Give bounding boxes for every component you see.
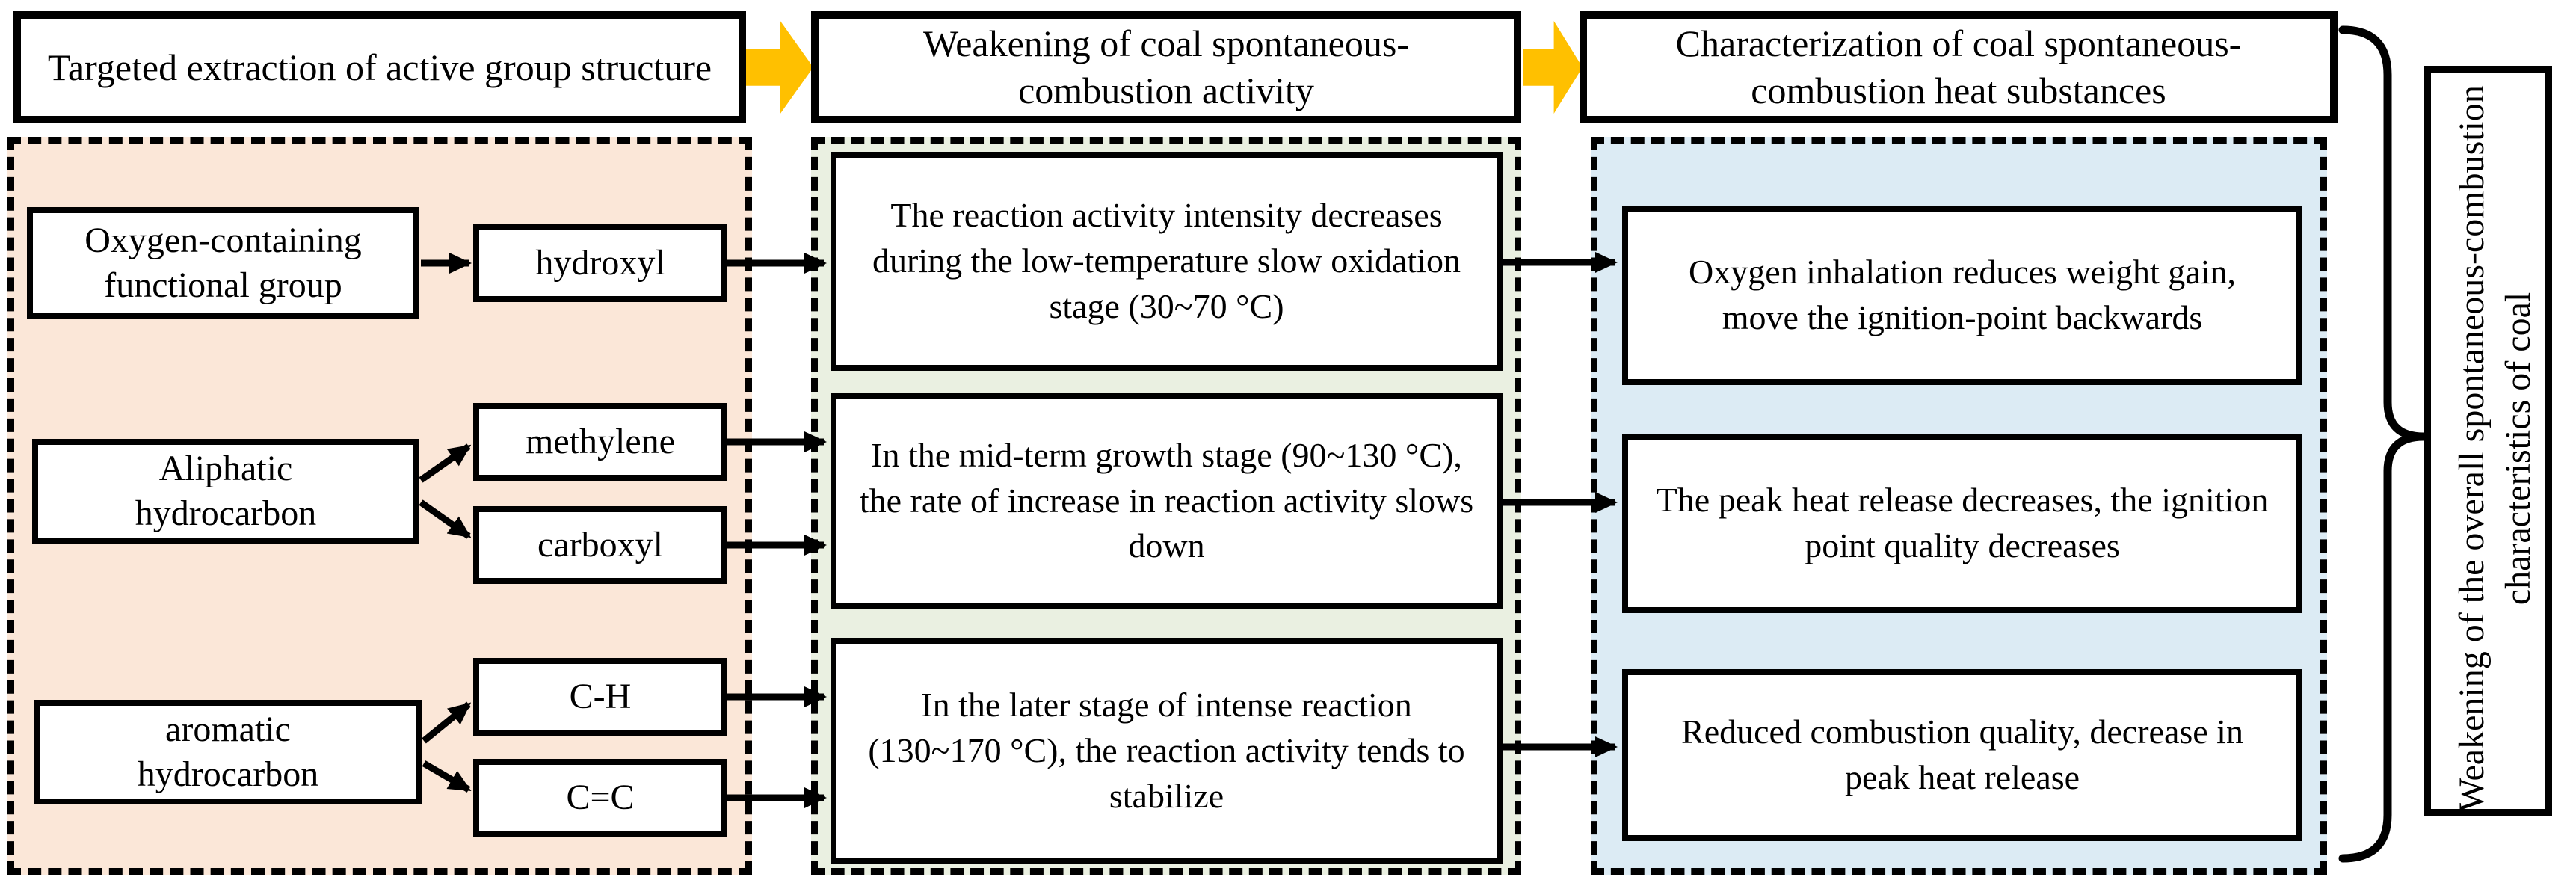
box-carboxyl-label: carboxyl: [537, 524, 663, 564]
box-hydroxyl-label: hydroxyl: [535, 242, 665, 283]
box-hydroxyl: hydroxyl: [473, 224, 727, 302]
box-aliphatic-hydrocarbon-label: Aliphatic hydrocarbon: [135, 448, 317, 533]
box-cc-bond: C=C: [473, 759, 727, 837]
flow-arrow-1-icon: [745, 21, 813, 114]
box-effect-ignition-point: Oxygen inhalation reduces weight gain, m…: [1622, 206, 2302, 385]
header-characterization: Characterization of coal spontaneous-com…: [1580, 11, 2338, 123]
box-stage-mid-term-text: In the mid-term growth stage (90~130 °C)…: [859, 435, 1474, 565]
conclusion-text: Weakening of the overall spontaneous-com…: [2451, 85, 2538, 812]
flow-arrow-2-icon: [1523, 21, 1583, 114]
box-aromatic-hydrocarbon: aromatic hydrocarbon: [34, 700, 422, 804]
conclusion-box: Weakening of the overall spontaneous-com…: [2424, 66, 2552, 816]
box-effect-combustion-quality: Reduced combustion quality, decrease in …: [1622, 669, 2302, 841]
curly-brace: [2338, 25, 2424, 863]
box-oxygen-functional-group: Oxygen-containing functional group: [27, 207, 419, 319]
box-stage-mid-term: In the mid-term growth stage (90~130 °C)…: [831, 393, 1503, 609]
box-effect-combustion-quality-text: Reduced combustion quality, decrease in …: [1681, 713, 2243, 796]
box-oxygen-functional-group-label: Oxygen-containing functional group: [84, 220, 362, 305]
box-stage-later-text: In the later stage of intense reaction (…: [868, 686, 1465, 815]
box-methylene-label: methylene: [526, 421, 675, 461]
box-stage-later: In the later stage of intense reaction (…: [831, 638, 1503, 864]
box-effect-peak-heat: The peak heat release decreases, the ign…: [1622, 434, 2302, 613]
box-ch-bond: C-H: [473, 658, 727, 736]
box-stage-low-temperature-text: The reaction activity intensity decrease…: [872, 196, 1461, 325]
header-extraction-label: Targeted extraction of active group stru…: [47, 46, 712, 88]
box-aliphatic-hydrocarbon: Aliphatic hydrocarbon: [32, 439, 419, 544]
box-cc-bond-label: C=C: [566, 777, 635, 817]
box-aromatic-hydrocarbon-label: aromatic hydrocarbon: [137, 709, 319, 794]
box-stage-low-temperature: The reaction activity intensity decrease…: [831, 152, 1503, 371]
header-characterization-label: Characterization of coal spontaneous-com…: [1675, 22, 2242, 111]
header-weakening: Weakening of coal spontaneous-combustion…: [811, 11, 1521, 123]
box-methylene: methylene: [473, 403, 727, 481]
box-effect-ignition-point-text: Oxygen inhalation reduces weight gain, m…: [1689, 253, 2236, 336]
header-extraction: Targeted extraction of active group stru…: [13, 11, 746, 123]
box-carboxyl: carboxyl: [473, 506, 727, 584]
box-effect-peak-heat-text: The peak heat release decreases, the ign…: [1656, 481, 2269, 564]
box-ch-bond-label: C-H: [569, 676, 632, 716]
header-weakening-label: Weakening of coal spontaneous-combustion…: [923, 22, 1409, 111]
